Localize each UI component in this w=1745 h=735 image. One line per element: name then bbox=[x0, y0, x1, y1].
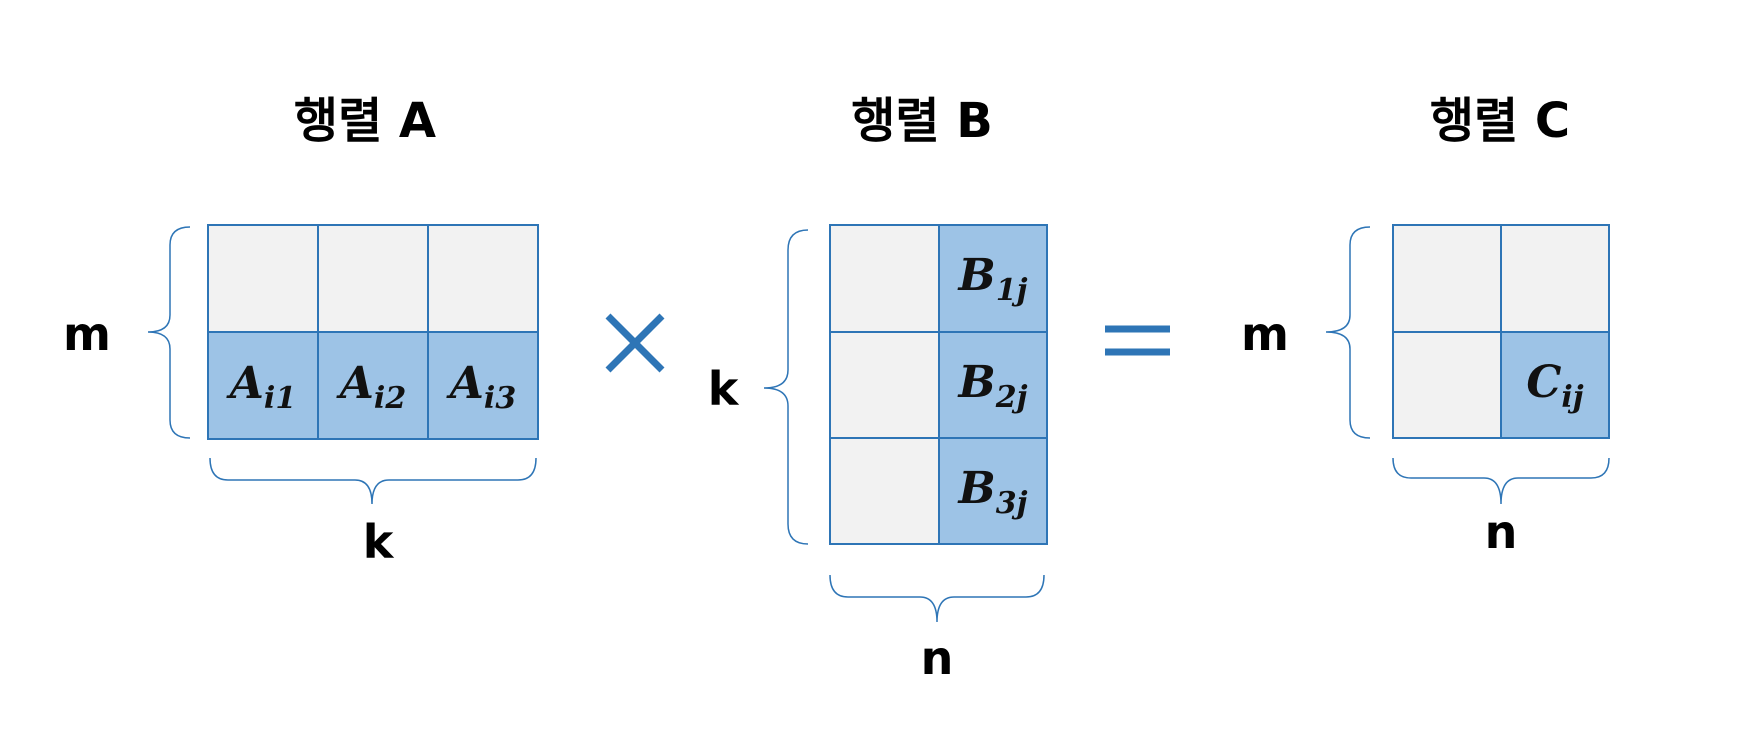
matrix-b-cell-empty bbox=[829, 437, 940, 545]
matrix-c-element-label: Cij bbox=[1526, 357, 1583, 415]
matrix-a-element-label: Ai2 bbox=[336, 358, 406, 416]
matrix-c-cell-highlighted bbox=[1500, 331, 1610, 439]
matrix-b: B1j B2j B3j k n bbox=[708, 224, 1048, 685]
matrix-a-row-brace bbox=[147, 226, 191, 439]
matrix-c-row-dim-label: m bbox=[1241, 307, 1289, 361]
equals-icon bbox=[1105, 325, 1170, 356]
title-matrix-b: 행렬 B bbox=[851, 93, 993, 149]
matrix-c-col-dim-label: n bbox=[1485, 505, 1518, 559]
matrix-a-row-dim-label: m bbox=[63, 307, 111, 361]
matrix-b-cell-highlighted bbox=[938, 331, 1048, 439]
title-matrix-c: 행렬 C bbox=[1430, 93, 1570, 149]
matrix-a-cell-empty bbox=[317, 224, 429, 333]
matrix-c-cell-empty bbox=[1392, 224, 1502, 333]
matrix-a-element-label: Ai1 bbox=[226, 358, 296, 416]
matrix-a-cell-empty bbox=[427, 224, 539, 333]
matrix-b-element-label: B2j bbox=[957, 357, 1028, 415]
matrix-c-row-brace bbox=[1325, 226, 1371, 439]
matrix-a-col-brace bbox=[209, 457, 537, 505]
matrix-c-cell-empty bbox=[1500, 224, 1610, 333]
title-matrix-a: 행렬 A bbox=[294, 93, 436, 149]
matrix-b-cell-highlighted bbox=[938, 224, 1048, 333]
matrix-b-element-label: B3j bbox=[957, 463, 1028, 521]
matrix-b-row-dim-label: k bbox=[708, 362, 740, 416]
matrix-b-cell-empty bbox=[829, 331, 940, 439]
matrix-a-cell-empty bbox=[207, 224, 319, 333]
matrix-b-col-brace bbox=[829, 574, 1045, 623]
matrix-a: Ai1 Ai2 Ai3 m k bbox=[63, 224, 539, 569]
matrix-b-col-dim-label: n bbox=[921, 631, 954, 685]
matrix-c-col-brace bbox=[1392, 457, 1610, 505]
matrix-c: Cij m n bbox=[1241, 224, 1610, 559]
matrix-c-cell-empty bbox=[1392, 331, 1502, 439]
matrix-a-cell-highlighted bbox=[427, 331, 539, 440]
matrix-b-cell-highlighted bbox=[938, 437, 1048, 545]
matrix-a-cell-highlighted bbox=[207, 331, 319, 440]
matrix-b-element-label: B1j bbox=[957, 250, 1028, 308]
matrix-b-cell-empty bbox=[829, 224, 940, 333]
matrix-a-cell-highlighted bbox=[317, 331, 429, 440]
matrix-a-element-label: Ai3 bbox=[446, 358, 516, 416]
matrix-a-col-dim-label: k bbox=[363, 515, 395, 569]
multiply-icon bbox=[605, 313, 665, 373]
matrix-b-row-brace bbox=[763, 229, 809, 545]
